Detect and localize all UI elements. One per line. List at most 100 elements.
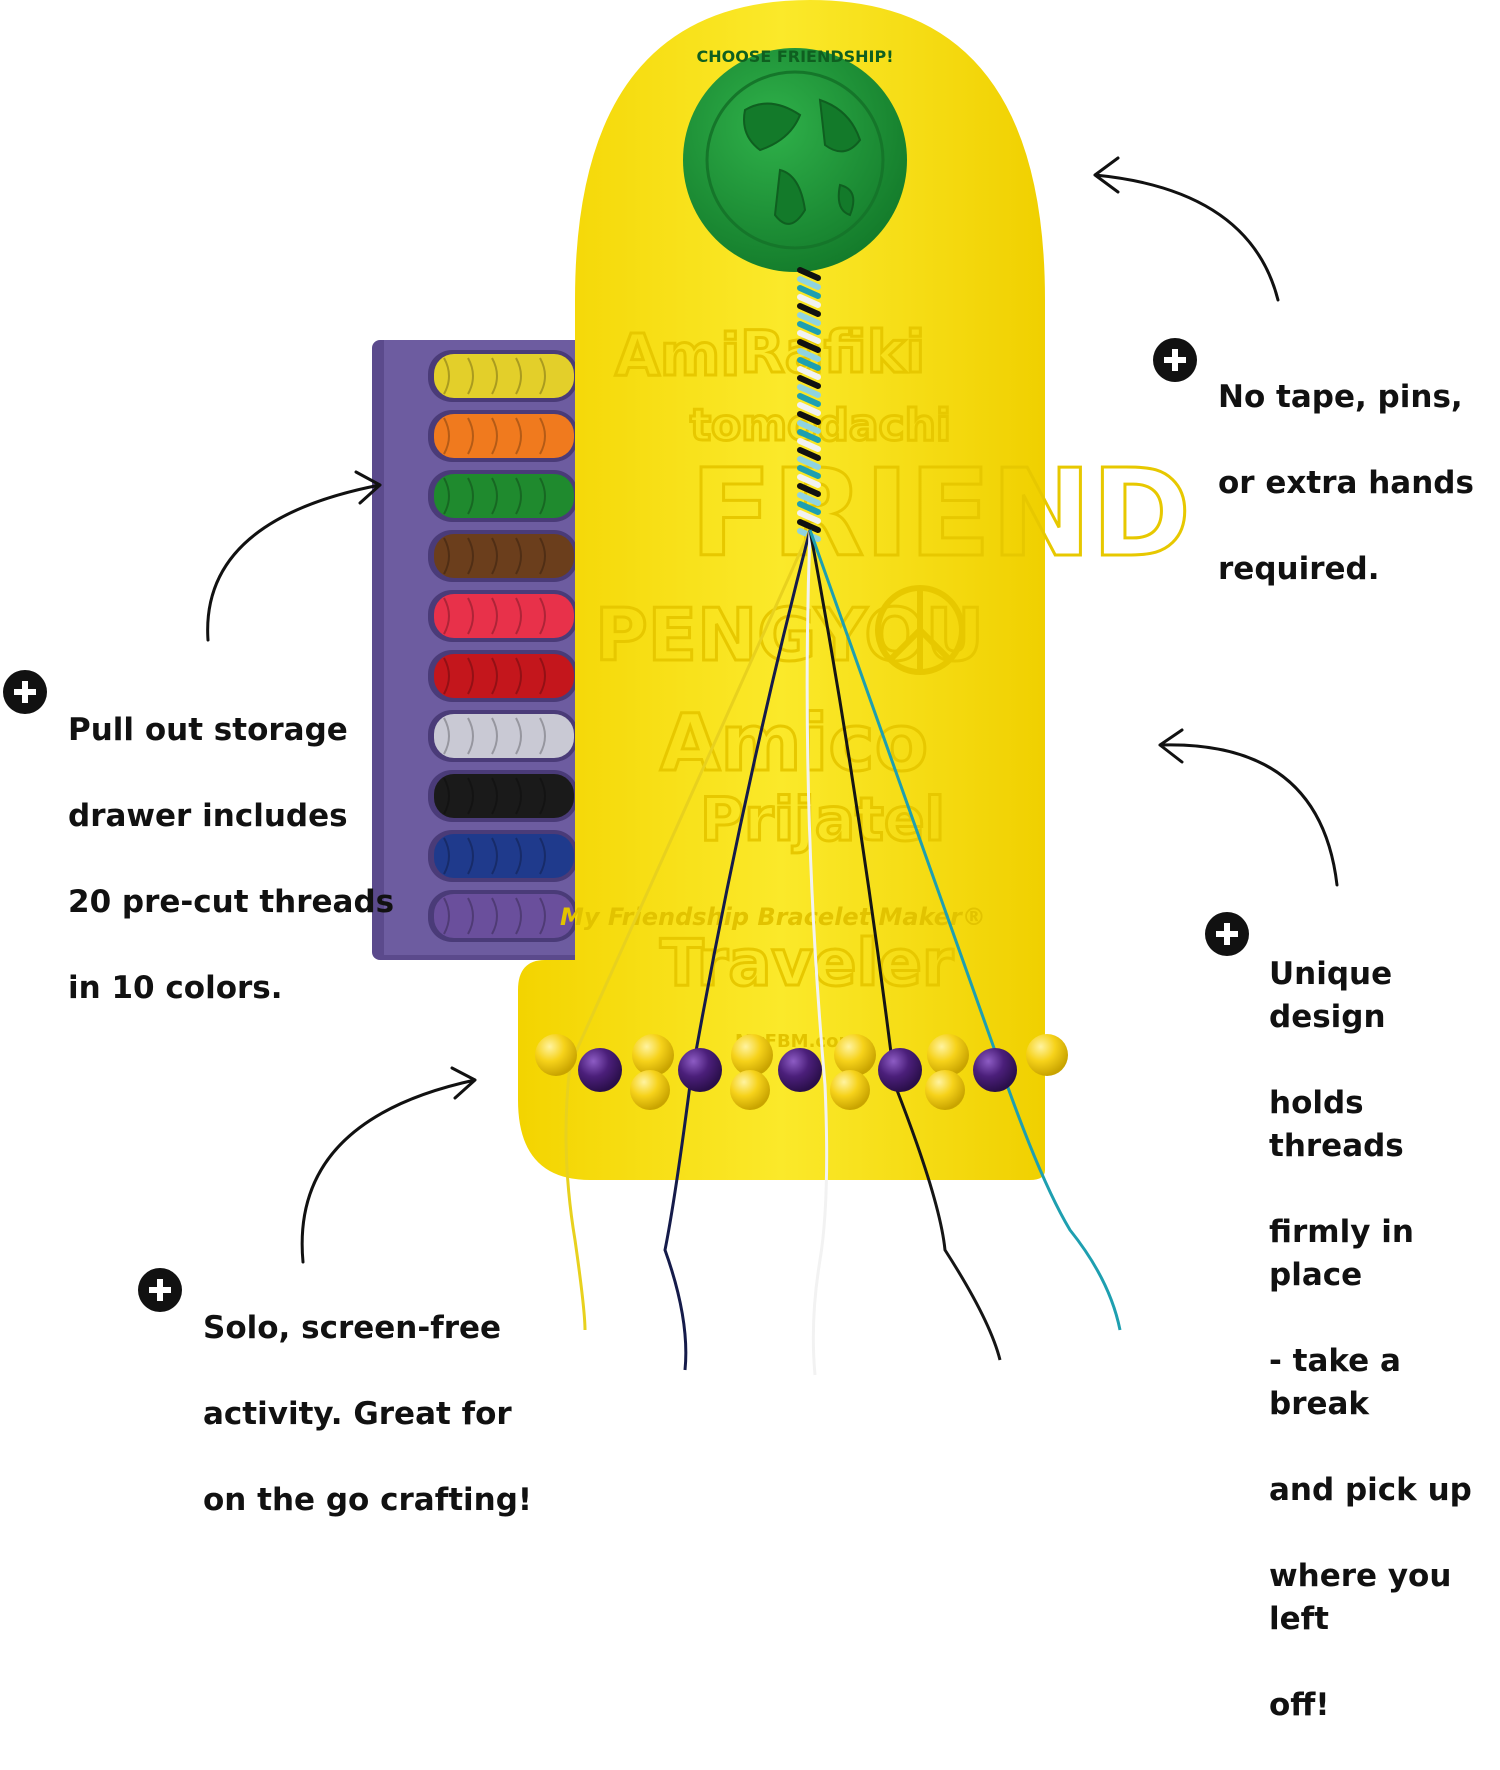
thread-strand [443, 657, 450, 695]
arrow-right-middle [1158, 728, 1339, 887]
callout-line: required. [1218, 551, 1380, 587]
braid-knot [797, 348, 821, 362]
thread-bundle [434, 714, 574, 758]
board-word-ami: Ami [615, 321, 740, 389]
callout-line: or extra hands [1218, 465, 1474, 501]
thread-strand [491, 777, 498, 815]
braid-knot [797, 420, 821, 434]
purple-bead [973, 1048, 1017, 1092]
thread-strand [539, 477, 546, 515]
thread-strand [515, 897, 522, 935]
thread-strand [467, 777, 474, 815]
thread-strand [467, 597, 474, 635]
thread-bundle [434, 774, 574, 818]
callout-unique-design: Unique design holds threads firmly in pl… [1269, 910, 1500, 1770]
braid-knot [797, 483, 821, 497]
callout-line: where you left [1269, 1558, 1452, 1637]
product-photo: Ami Rafiki tomodachi FRIEND PENGYOU Amic… [206, 0, 1339, 1376]
thread-strand [443, 717, 450, 755]
thread-strand [443, 897, 450, 935]
yellow-bead [730, 1070, 770, 1110]
braid-knot [797, 312, 821, 326]
arrow-top-right [1093, 156, 1280, 302]
thread-strand [467, 537, 474, 575]
thread-strand [467, 837, 474, 875]
thread-strand [515, 777, 522, 815]
callout-line: Solo, screen-free [203, 1310, 502, 1346]
callout-line: in 10 colors. [68, 970, 283, 1006]
plus-circle-icon [1153, 338, 1197, 382]
thread-strand [539, 717, 546, 755]
braid-knot [797, 294, 821, 308]
globe-medallion: CHOOSE FRIENDSHIP! [683, 47, 907, 272]
purple-bead [678, 1048, 722, 1092]
thread-bundle [434, 834, 574, 878]
thread-strand [515, 717, 522, 755]
thread-strand [443, 417, 450, 455]
braid-knot [797, 375, 821, 389]
braid-knot [797, 276, 821, 290]
thread-strand [539, 597, 546, 635]
thread-strand [539, 897, 546, 935]
plus-circle-icon [3, 670, 47, 714]
board-model-name: Traveler [660, 927, 954, 1001]
braid-knot [797, 474, 821, 488]
thread-strand [539, 837, 546, 875]
thread-bundle [434, 894, 574, 938]
purple-bead [578, 1048, 622, 1092]
callout-line: 20 pre-cut threads [68, 884, 395, 920]
callout-line: Pull out storage [68, 712, 348, 748]
braid-knot [797, 429, 821, 443]
thread-strand [539, 537, 546, 575]
braid-knot [797, 357, 821, 371]
braid-knot [797, 330, 821, 344]
thread-bundle [434, 654, 574, 698]
braid-knot [797, 447, 821, 461]
braid-knot [797, 402, 821, 416]
thread-strand [515, 657, 522, 695]
braid-knot [797, 384, 821, 398]
thread-strand [467, 477, 474, 515]
thread-strand [539, 417, 546, 455]
callout-no-tape: No tape, pins, or extra hands required. [1218, 333, 1474, 634]
callout-line: firmly in place [1269, 1214, 1414, 1293]
braid-knot [797, 438, 821, 452]
thread-strand [491, 537, 498, 575]
thread-strand [443, 357, 450, 395]
board-word-tomodachi: tomodachi [690, 400, 951, 451]
yellow-bead [830, 1070, 870, 1110]
thread-strand [491, 477, 498, 515]
storage-drawer [372, 340, 584, 960]
board-word-friend: FRIEND [690, 445, 1191, 584]
thread-strand [515, 357, 522, 395]
callout-line: drawer includes [68, 798, 348, 834]
yellow-bead [927, 1034, 969, 1076]
thread-strand [491, 837, 498, 875]
braid-knot [797, 501, 821, 515]
braid-knot [797, 492, 821, 506]
braid-knot [797, 411, 821, 425]
braid-knot [797, 267, 821, 281]
yellow-bead [535, 1034, 577, 1076]
yellow-bead [731, 1034, 773, 1076]
braid-knot [797, 519, 821, 533]
callout-line: No tape, pins, [1218, 379, 1463, 415]
thread-bundle [434, 354, 574, 398]
thread-strand [491, 597, 498, 635]
thread-strand [443, 837, 450, 875]
thread-strand [491, 417, 498, 455]
callout-line: on the go crafting! [203, 1482, 533, 1518]
purple-bead [878, 1048, 922, 1092]
board-word-rafiki: Rafiki [740, 318, 925, 386]
yellow-bead [834, 1034, 876, 1076]
thread-strand [491, 717, 498, 755]
braid-knot [797, 366, 821, 380]
braid-knot [797, 456, 821, 470]
thread-strand [467, 717, 474, 755]
thread-strand [467, 357, 474, 395]
thread-strand [515, 477, 522, 515]
thread-strand [515, 537, 522, 575]
bead-row [535, 1034, 1068, 1110]
thread-strand [491, 897, 498, 935]
thread-strand [443, 777, 450, 815]
